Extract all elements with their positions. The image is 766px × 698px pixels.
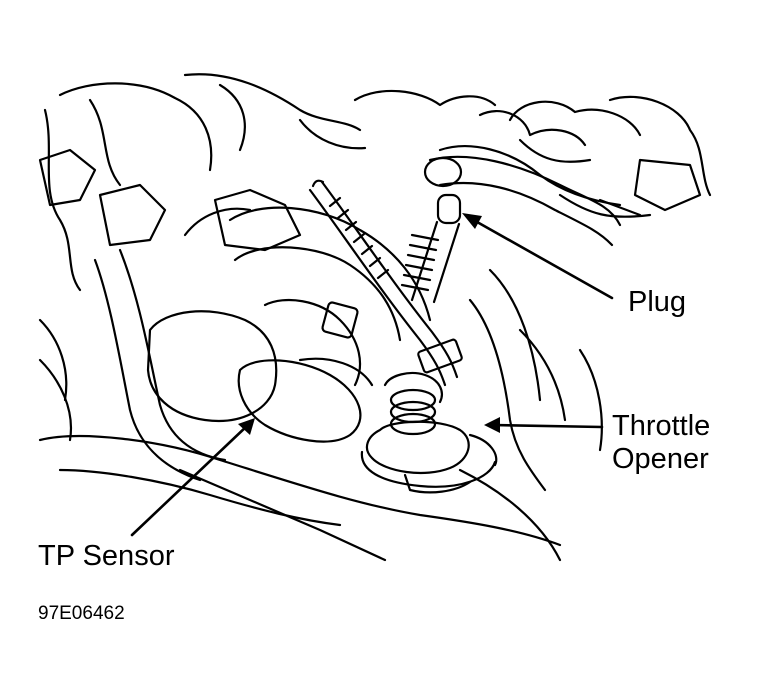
throttle-opener-label-line1: Throttle	[612, 410, 711, 442]
throttle-opener-arrowhead	[484, 417, 500, 433]
throttle-opener-leader	[490, 423, 604, 429]
plug-arrowhead	[462, 213, 482, 229]
plug-hose	[400, 193, 462, 304]
tp-sensor-leader	[130, 423, 250, 537]
throttle-cable	[308, 179, 463, 387]
engine-background	[38, 73, 712, 562]
tp-sensor-arrowhead	[238, 418, 255, 435]
callout-arrows	[130, 213, 614, 537]
plug-label: Plug	[628, 286, 687, 318]
plug-leader	[468, 216, 614, 300]
throttle-opener-label-line2: Opener	[612, 443, 709, 475]
throttle-opener-body	[360, 371, 498, 494]
tp-sensor-label: TP Sensor	[38, 540, 175, 572]
figure-id: 97E06462	[38, 603, 125, 624]
